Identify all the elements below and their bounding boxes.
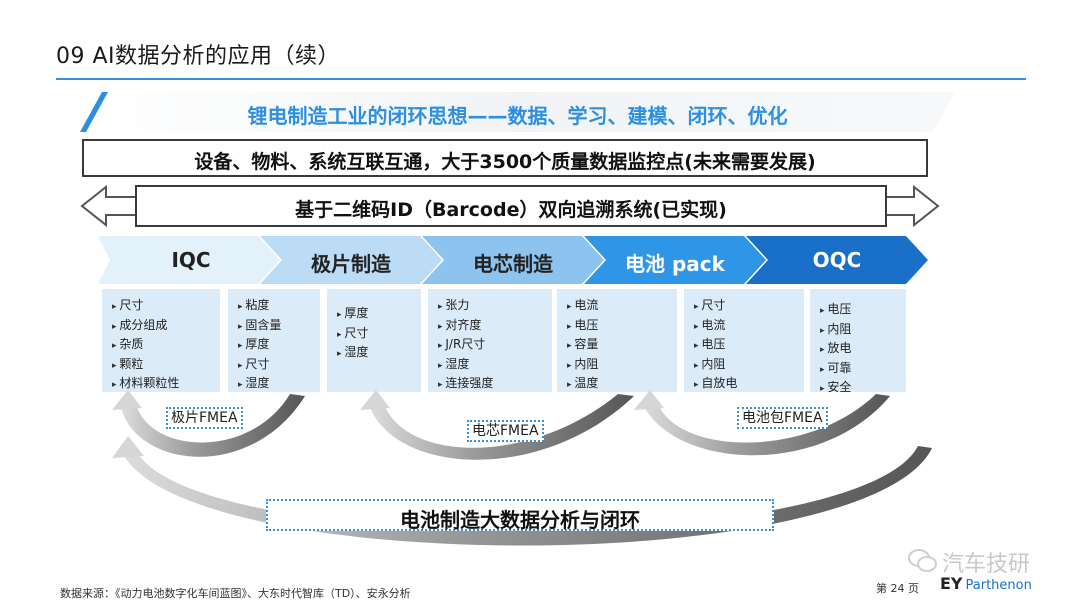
arc-arrowhead-big	[112, 436, 144, 458]
param-item: 厚度	[238, 336, 320, 356]
param-item: 内阻	[820, 321, 906, 341]
logo-main: EY	[940, 574, 963, 593]
param-list-pack: 尺寸 电流 电压 内阻 自放电	[684, 289, 804, 392]
param-item: 湿度	[238, 375, 320, 395]
param-item: 张力	[438, 297, 552, 317]
traceability-text: 基于二维码ID（Barcode）双向追溯系统(已实现)	[295, 199, 727, 221]
param-item: 成分组成	[112, 317, 220, 337]
param-item: 安全	[820, 379, 906, 399]
wechat-icon	[908, 549, 937, 572]
param-item: 杂质	[112, 336, 220, 356]
connectivity-box: 设备、物料、系统互联互通，大于3500个质量数据监控点(未来需要发展)	[82, 139, 928, 177]
param-item: 连接强度	[438, 375, 552, 395]
param-item: 尺寸	[694, 297, 804, 317]
stage-label-pack: 电池 pack	[625, 252, 725, 276]
param-list-cell: 张力 对齐度 J/R尺寸 湿度 连接强度	[428, 289, 552, 392]
stage-chevron-oqc	[746, 236, 928, 284]
stage-label-cell: 电芯制造	[473, 252, 553, 276]
param-list-electrode-b: 厚度 尺寸 湿度	[327, 289, 421, 392]
arc-cell-fmea	[368, 394, 634, 460]
stage-chevron-iqc	[98, 236, 280, 284]
param-list-electrode-a: 粘度 固含量 厚度 尺寸 湿度	[228, 289, 320, 392]
watermark-text: 汽车技研	[942, 552, 1031, 577]
stage-chevron-pack	[584, 236, 766, 284]
banner-background	[80, 92, 955, 132]
fmea-label-cell: 电芯FMEA	[467, 420, 544, 442]
param-list-oqc: 电压 内阻 放电 可靠 安全	[810, 289, 906, 394]
banner: 锂电制造工业的闭环思想——数据、学习、建模、闭环、优化	[80, 92, 955, 132]
title-divider	[56, 78, 1026, 80]
param-item: 湿度	[438, 356, 552, 376]
param-item: 尺寸	[112, 297, 220, 317]
connectivity-text: 设备、物料、系统互联互通，大于3500个质量数据监控点(未来需要发展)	[194, 151, 816, 173]
param-list-cell-test: 电流 电压 容量 内阻 温度	[557, 289, 677, 392]
param-item: 厚度	[337, 305, 421, 325]
param-item: 颗粒	[112, 356, 220, 376]
param-item: 材料颗粒性	[112, 375, 220, 395]
param-item: 电流	[694, 317, 804, 337]
param-item: 湿度	[337, 344, 421, 364]
param-item: 对齐度	[438, 317, 552, 337]
param-list-iqc: 尺寸 成分组成 杂质 颗粒 材料颗粒性	[102, 289, 220, 392]
param-item: 容量	[567, 336, 677, 356]
param-item: 电压	[694, 336, 804, 356]
fmea-label-electrode: 极片FMEA	[166, 407, 243, 429]
arc-arrowhead-1	[112, 390, 142, 410]
param-item: 自放电	[694, 375, 804, 395]
big-data-loop-box: 电池制造大数据分析与闭环	[266, 499, 774, 532]
param-item: 尺寸	[337, 325, 421, 345]
arc-electrode-fmea	[120, 394, 305, 457]
stage-label-iqc: IQC	[171, 248, 211, 272]
param-item: J/R尺寸	[438, 336, 552, 356]
stage-label-electrode: 极片制造	[311, 252, 391, 276]
banner-title: 锂电制造工业的闭环思想——数据、学习、建模、闭环、优化	[247, 104, 788, 128]
stage-chevron-cell	[422, 236, 604, 284]
arc-arrowhead-3	[634, 390, 664, 410]
stage-chevron-electrode	[260, 236, 442, 284]
traceability-box: 基于二维码ID（Barcode）双向追溯系统(已实现)	[135, 185, 887, 227]
param-item: 可靠	[820, 360, 906, 380]
param-item: 固含量	[238, 317, 320, 337]
page-number: 第 24 页	[876, 582, 919, 595]
param-item: 放电	[820, 340, 906, 360]
param-item: 内阻	[694, 356, 804, 376]
page-title: 09 AI数据分析的应用（续）	[56, 44, 341, 69]
param-item: 电流	[567, 297, 677, 317]
stage-label-oqc: OQC	[812, 248, 862, 272]
param-item: 粘度	[238, 297, 320, 317]
process-chevrons	[98, 236, 928, 284]
big-data-loop-text: 电池制造大数据分析与闭环	[400, 508, 640, 532]
arc-pack-fmea	[642, 394, 890, 456]
arc-arrowhead-2	[360, 390, 390, 410]
param-item: 内阻	[567, 356, 677, 376]
logo-sub: Parthenon	[965, 578, 1032, 593]
param-item: 电压	[820, 301, 906, 321]
data-source: 数据来源：《动力电池数字化车间蓝图》、大东时代智库（TD）、安永分析	[60, 587, 411, 600]
param-item: 尺寸	[238, 356, 320, 376]
param-item: 温度	[567, 375, 677, 395]
fmea-label-pack: 电池包FMEA	[737, 407, 828, 429]
param-item: 电压	[567, 317, 677, 337]
